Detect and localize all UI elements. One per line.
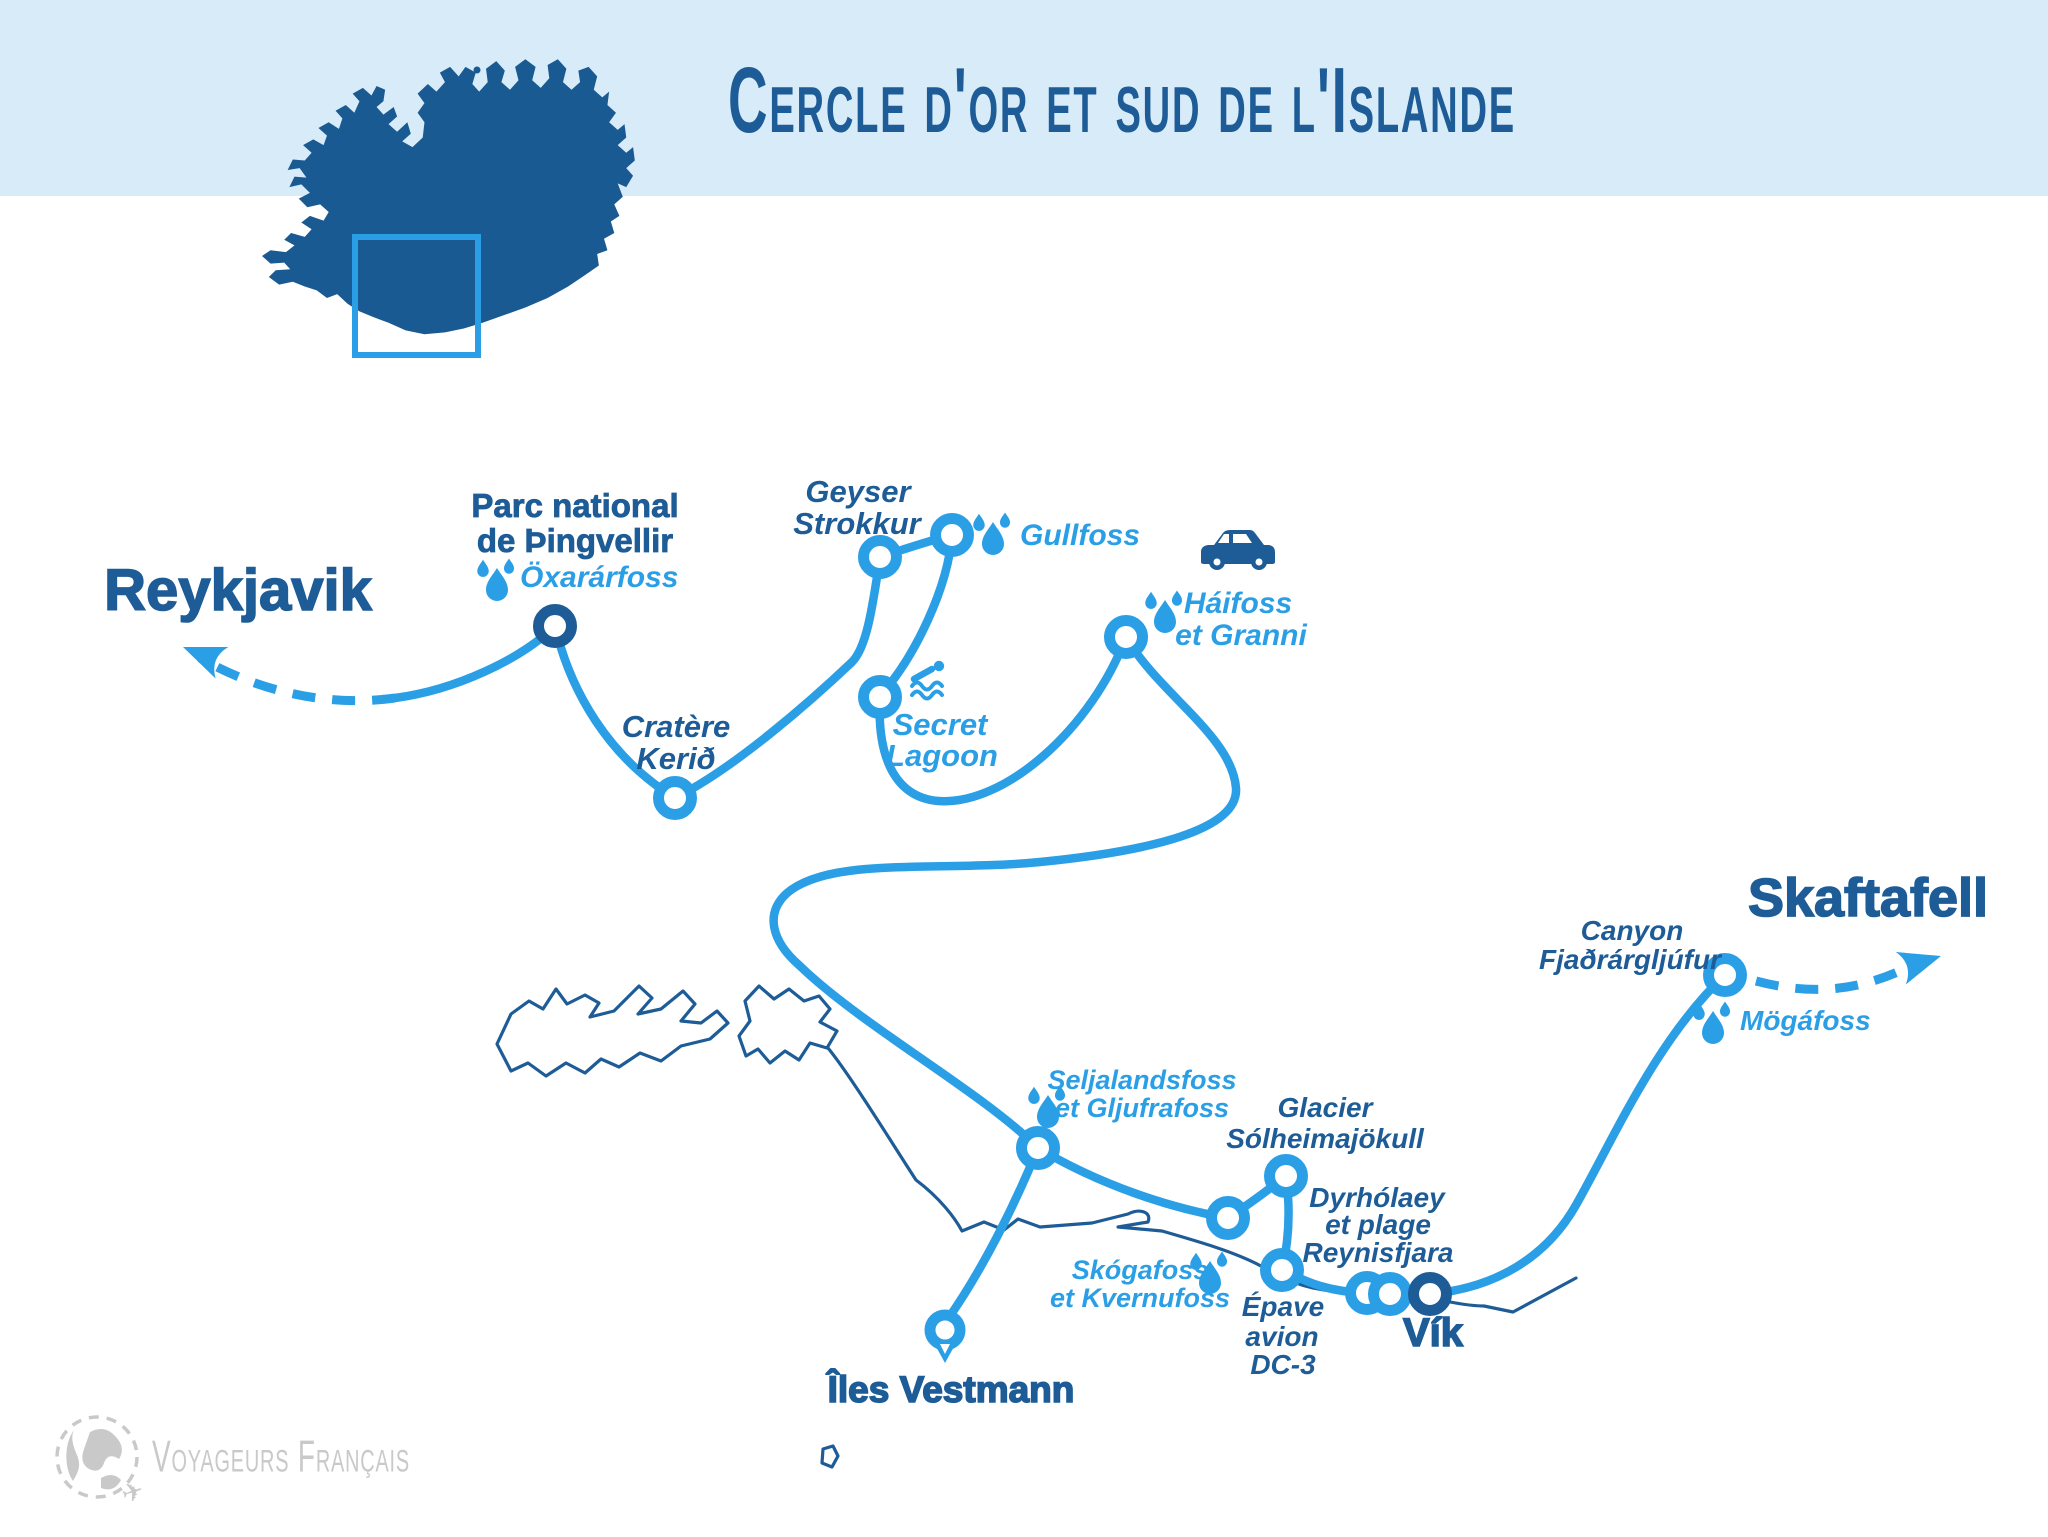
arrow-to-skaftafell — [1895, 939, 1946, 985]
node-vik — [1408, 1272, 1452, 1316]
node-skogafoss — [1206, 1196, 1250, 1240]
label-thingvellir-2: de Þingvellir — [477, 522, 673, 559]
label-canyon-1: Canyon — [1581, 915, 1684, 946]
globe-plane-icon: ✈ — [55, 1415, 148, 1510]
label-epave-3: DC-3 — [1250, 1349, 1316, 1380]
label-skogafoss-1: Skógafoss — [1072, 1255, 1209, 1285]
waterdrops-icon-oxararfoss — [477, 559, 514, 601]
brand-logo: ✈ Voyageurs Français — [55, 1415, 410, 1510]
grimsey-island-dot — [473, 66, 481, 74]
label-geyser-2: Strokkur — [793, 506, 922, 541]
node-reynisfjara — [1368, 1272, 1412, 1316]
label-dyrholaey-1: Dyrhólaey — [1309, 1182, 1446, 1213]
label-dyrholaey-3: Reynisfjara — [1303, 1237, 1454, 1268]
node-glacier — [1264, 1154, 1308, 1198]
page-title: Cercle d'or et sud de l'Islande — [728, 47, 1516, 152]
route-thingvellir-kerid — [550, 621, 680, 803]
vestmann-pin-icon — [924, 1309, 966, 1363]
label-glacier-2: Sólheimajökull — [1226, 1123, 1425, 1154]
route-dashed-to-reykjavik — [197, 654, 396, 706]
label-glacier-1: Glacier — [1278, 1092, 1375, 1123]
node-haifoss — [1104, 615, 1148, 659]
route-haifoss-seljalandsfoss — [769, 632, 1241, 1153]
node-canyon — [1703, 953, 1747, 997]
label-reykjavik: Reykjavik — [104, 558, 372, 623]
label-gullfoss: Gullfoss — [1020, 519, 1140, 552]
label-dyrholaey-2: et plage — [1325, 1209, 1431, 1240]
route-vik-canyon — [1425, 970, 1730, 1299]
icons — [477, 513, 1730, 1294]
waterdrops-icon-gullfoss — [973, 513, 1010, 555]
node-seljalandsfoss — [1016, 1126, 1060, 1170]
waterdrops-icon-mogafoss — [1693, 1002, 1730, 1044]
iceland-inset-map — [262, 59, 635, 358]
label-skaftafell: Skaftafell — [1748, 868, 1988, 928]
svg-text:✈: ✈ — [118, 1474, 148, 1509]
label-canyon-2: Fjaðrárgljúfur — [1539, 944, 1723, 975]
label-epave-1: Épave — [1242, 1291, 1325, 1322]
label-vik: Vík — [1403, 1311, 1464, 1355]
label-haifoss-1: Háifoss — [1184, 587, 1292, 620]
label-mogafoss: Mögáfoss — [1740, 1005, 1871, 1036]
stop-labels: Reykjavik Skaftafell Vík Îles Vestmann P… — [103, 474, 1988, 1411]
car-icon — [1201, 530, 1275, 570]
stop-nodes — [533, 513, 1747, 1363]
swimmer-icon — [910, 660, 945, 701]
inset-highlight-rect — [352, 234, 481, 358]
label-kerid-2: Kerið — [636, 741, 715, 776]
label-seljalandsfoss-2: et Gljufrafoss — [1055, 1093, 1229, 1123]
node-epave — [1260, 1248, 1304, 1292]
island-outline — [820, 1444, 840, 1469]
label-vestmann: Îles Vestmann — [826, 1368, 1075, 1410]
route-lines — [176, 530, 1946, 1321]
label-skogafoss-2: et Kvernufoss — [1050, 1283, 1230, 1313]
label-secret-2: Lagoon — [886, 738, 998, 773]
route-thingvellir-west — [390, 621, 560, 703]
label-geyser-1: Geyser — [805, 474, 912, 509]
node-kerid — [653, 776, 697, 820]
label-thingvellir-1: Parc national — [471, 487, 678, 524]
label-epave-2: avion — [1245, 1321, 1318, 1352]
label-secret-1: Secret — [893, 707, 989, 742]
logo-text: Voyageurs Français — [152, 1432, 410, 1481]
node-geyser — [858, 535, 902, 579]
node-gullfoss — [930, 513, 974, 557]
route-seljalandsfoss-skogafoss — [1033, 1143, 1233, 1223]
node-thingvellir — [533, 604, 577, 648]
label-haifoss-2: et Granni — [1175, 619, 1307, 652]
label-kerid-1: Cratère — [622, 709, 731, 744]
route-dashed-to-skaftafell — [1754, 965, 1904, 994]
node-secret-lagoon — [858, 675, 902, 719]
label-seljalandsfoss-1: Seljalandsfoss — [1047, 1065, 1236, 1095]
label-oxararfoss: Öxarárfoss — [520, 561, 678, 594]
route-seljalandsfoss-vestmann — [945, 1143, 1043, 1321]
route-secretlagoon-haifoss — [875, 632, 1131, 806]
route-kerid-geyser — [670, 552, 885, 803]
